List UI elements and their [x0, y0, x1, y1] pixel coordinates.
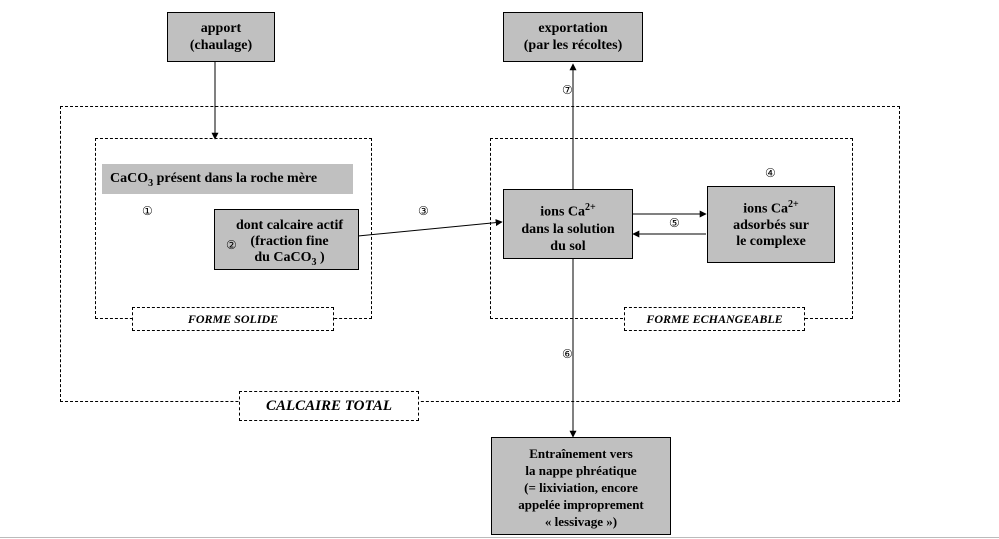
exportation-box: exportation (par les récoltes): [503, 12, 643, 62]
ions-solution-line1-sup: 2+: [585, 202, 596, 213]
calcaire-actif-line3-suffix: ): [316, 250, 325, 265]
ions-solution-line1-prefix: ions Ca: [540, 204, 586, 220]
roche-mere-sub: 3: [148, 177, 154, 189]
calcaire-actif-line3-sub: 3: [311, 256, 317, 268]
arrow-3: [357, 219, 503, 237]
marker-4: ④: [765, 166, 776, 180]
entrainement-line2: la nappe phréatique: [525, 463, 637, 478]
ions-adsorbes-line1: ions Ca2+: [708, 197, 834, 218]
exportation-line2: (par les récoltes): [523, 38, 623, 53]
entrainement-line1: Entraînement vers: [529, 446, 633, 461]
marker-3: ③: [418, 204, 429, 218]
ions-adsorbes-box: ions Ca2+ adsorbés sur le complexe: [707, 186, 835, 263]
ions-adsorbes-line1-prefix: ions Ca: [743, 201, 789, 217]
calcaire-actif-line3: du CaCO3 ): [221, 250, 358, 271]
bottom-rule: [0, 537, 999, 538]
marker-5: ⑤: [669, 216, 680, 230]
entrainement-box: Entraînement vers la nappe phréatique (=…: [491, 437, 671, 535]
ions-solution-box: ions Ca2+ dans la solution du sol: [503, 189, 633, 259]
ions-adsorbes-line1-sup: 2+: [788, 199, 799, 210]
calcaire-actif-box: dont calcaire actif (fraction fine du Ca…: [214, 209, 359, 270]
roche-mere-box: CaCO3 présent dans la roche mère: [102, 164, 353, 194]
apport-line2: (chaulage): [189, 38, 253, 53]
apport-box: apport (chaulage): [167, 12, 275, 62]
ions-adsorbes-line2: adsorbés sur: [733, 217, 809, 233]
marker-6: ⑥: [562, 347, 573, 361]
exportation-line1: exportation: [538, 21, 608, 36]
roche-mere-suffix: présent dans la roche mère: [153, 171, 318, 186]
marker-2: ②: [226, 238, 237, 252]
ions-solution-line2: dans la solution: [521, 221, 615, 237]
ions-solution-line3: du sol: [550, 238, 586, 254]
ions-solution-line1: ions Ca2+: [504, 199, 632, 221]
forme-echangeable-label: FORME ECHANGEABLE: [624, 307, 805, 331]
marker-1: ①: [142, 204, 153, 218]
marker-7: ⑦: [562, 83, 573, 97]
calcaire-total-label: CALCAIRE TOTAL: [239, 391, 419, 421]
apport-line1: apport: [200, 21, 242, 36]
entrainement-line4: appelée improprement: [518, 497, 644, 512]
roche-mere-prefix: CaCO: [110, 171, 149, 186]
calcaire-actif-line2: (fraction fine: [250, 234, 329, 249]
calcaire-total-region: [60, 106, 900, 402]
forme-solide-label: FORME SOLIDE: [132, 307, 334, 331]
entrainement-line3: (= lixiviation, encore: [524, 480, 638, 495]
entrainement-line5: « lessivage »): [544, 514, 618, 529]
calcaire-actif-line1: dont calcaire actif: [235, 218, 344, 233]
calcaire-actif-line3-prefix: du CaCO: [254, 250, 312, 265]
ions-adsorbes-line3: le complexe: [736, 233, 806, 249]
